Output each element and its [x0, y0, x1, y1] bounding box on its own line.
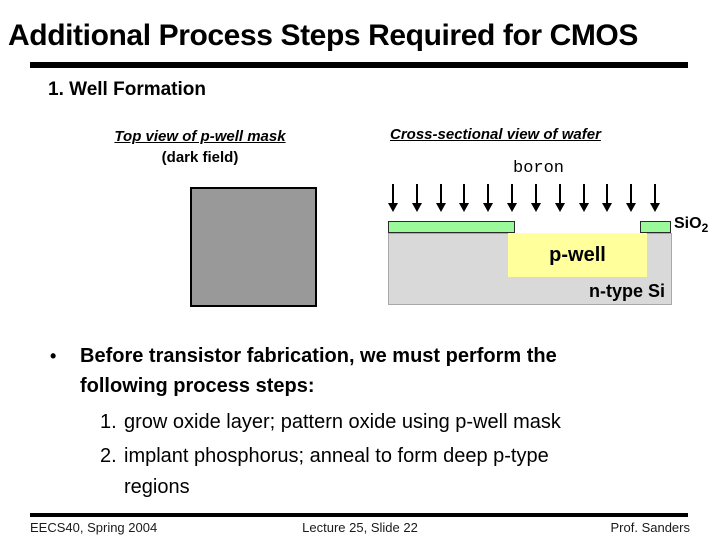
- p-well-region: p-well: [508, 233, 647, 277]
- p-well-label: p-well: [549, 243, 606, 266]
- process-steps-list: 1. grow oxide layer; pattern oxide using…: [100, 407, 700, 503]
- footer: EECS40, Spring 2004 Lecture 25, Slide 22…: [30, 520, 690, 535]
- footer-lecture-slide: Lecture 25, Slide 22: [302, 520, 418, 535]
- down-arrow-icon: [602, 184, 613, 213]
- boron-arrows: [388, 184, 660, 213]
- bullet-item: • Before transistor fabrication, we must…: [50, 341, 670, 401]
- oxide-strip-right: [640, 221, 671, 233]
- step-text: implant phosphorus; anneal to form deep …: [124, 441, 549, 503]
- step-number: 2.: [100, 445, 117, 467]
- down-arrow-icon: [435, 184, 446, 213]
- footer-author: Prof. Sanders: [610, 520, 691, 535]
- p-well-mask-square: [190, 187, 317, 307]
- oxide-strip-left: [388, 221, 515, 233]
- sio2-label-subscript: 2: [701, 221, 709, 236]
- footer-divider: [30, 513, 688, 517]
- down-arrow-icon: [554, 184, 565, 213]
- boron-label: boron: [513, 159, 565, 178]
- down-arrow-icon: [626, 184, 637, 213]
- down-arrow-icon: [483, 184, 494, 213]
- top-view-caption: Top view of p-well mask (dark field): [58, 126, 342, 168]
- step-number: 1.: [100, 411, 117, 433]
- step-text-line: grow oxide layer; pattern oxide using p-…: [124, 411, 561, 433]
- list-item: 1. grow oxide layer; pattern oxide using…: [100, 407, 700, 438]
- n-type-si-label: n-type Si: [588, 281, 665, 301]
- down-arrow-icon: [388, 184, 398, 213]
- down-arrow-icon: [411, 184, 422, 213]
- top-view-caption-line1: Top view of p-well mask: [114, 128, 286, 145]
- down-arrow-icon: [507, 184, 518, 213]
- cross-section-caption: Cross-sectional view of wafer: [390, 126, 601, 143]
- sio2-label: SiO2: [674, 215, 708, 235]
- down-arrow-icon: [578, 184, 589, 213]
- top-view-caption-line2: (dark field): [161, 149, 239, 166]
- down-arrow-icon: [649, 184, 660, 213]
- step-text: grow oxide layer; pattern oxide using p-…: [124, 407, 561, 438]
- down-arrow-icon: [530, 184, 541, 213]
- step-text-line: regions: [124, 476, 190, 498]
- down-arrow-icon: [459, 184, 470, 213]
- bullet-text-line2: following process steps:: [80, 375, 315, 397]
- bullet-text: Before transistor fabrication, we must p…: [80, 341, 557, 401]
- footer-course: EECS40, Spring 2004: [30, 520, 158, 535]
- bullet-icon: •: [50, 346, 57, 366]
- section-heading: 1. Well Formation: [48, 79, 207, 100]
- slide-title: Additional Process Steps Required for CM…: [8, 19, 638, 52]
- title-divider: [30, 62, 688, 68]
- step-text-line: implant phosphorus; anneal to form deep …: [124, 445, 549, 467]
- sio2-label-text: SiO: [674, 215, 702, 232]
- bullet-text-line1: Before transistor fabrication, we must p…: [80, 345, 557, 367]
- list-item: 2. implant phosphorus; anneal to form de…: [100, 441, 700, 503]
